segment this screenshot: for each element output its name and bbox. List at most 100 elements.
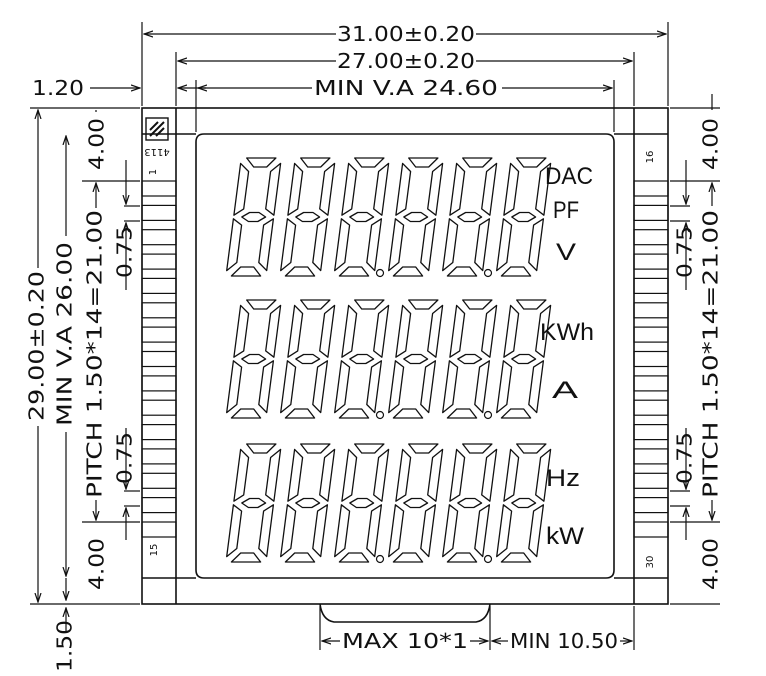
segment-e — [226, 218, 243, 272]
segment-g — [349, 497, 375, 509]
dim-view-area-width: MIN V.A 24.60 — [314, 76, 498, 100]
dimension-overall-width — [141, 22, 669, 106]
dim-pin-width-right-bottom: 0.75 — [673, 432, 697, 484]
segment-d — [500, 408, 532, 419]
decimal-point — [483, 554, 493, 564]
segment-f — [341, 162, 358, 216]
segment-d — [446, 552, 478, 563]
segment-g — [511, 353, 537, 365]
segment-a — [300, 443, 331, 454]
segment-b — [319, 162, 336, 216]
unit-v: V — [556, 239, 576, 266]
dimension-pitch-right — [670, 94, 720, 605]
segment-c — [366, 504, 383, 558]
segment-b — [373, 162, 390, 216]
pin-right — [633, 375, 669, 392]
manufacturer-logo — [145, 117, 169, 141]
segment-f — [233, 304, 250, 358]
segment-a — [516, 443, 547, 454]
segment-g — [403, 353, 429, 365]
pin-left — [141, 229, 177, 246]
digit-row1-1 — [226, 157, 282, 277]
segment-f — [395, 304, 412, 358]
segment-c — [528, 218, 545, 272]
segment-f — [503, 162, 520, 216]
segment-e — [334, 504, 351, 558]
pin-right — [633, 521, 669, 538]
segment-e — [280, 360, 297, 414]
segment-g — [295, 211, 321, 223]
dimension-bottom-offset — [56, 578, 66, 632]
segment-g — [241, 353, 267, 365]
segment-d — [500, 266, 532, 277]
pin-right — [633, 229, 669, 246]
digit-row3-3 — [334, 443, 390, 563]
pin-label-right-bottom: 30 — [645, 556, 656, 569]
segment-d — [284, 266, 316, 277]
segment-c — [312, 218, 329, 272]
segment-g — [349, 211, 375, 223]
pin-left — [141, 253, 177, 270]
segment-g — [457, 497, 483, 509]
segment-c — [528, 360, 545, 414]
segment-e — [388, 360, 405, 414]
segment-g — [295, 353, 321, 365]
decimal-point — [375, 554, 385, 564]
segment-d — [338, 408, 370, 419]
segment-b — [427, 448, 444, 502]
segment-a — [246, 299, 277, 310]
digit-row3-5 — [442, 443, 498, 563]
pin-column-right — [633, 180, 669, 538]
pin-left — [141, 350, 177, 368]
pin-right — [633, 204, 669, 221]
pin-label-left-top: 1 — [148, 169, 159, 175]
segment-b — [481, 162, 498, 216]
segment-f — [449, 162, 466, 216]
segment-a — [354, 299, 385, 310]
segment-e — [226, 504, 243, 558]
pin-label-left-bottom: 15 — [149, 544, 160, 557]
digit-row2-2 — [280, 299, 336, 419]
pin-right — [633, 302, 669, 319]
dim-pin-width-left-top: 0.75 — [113, 226, 137, 278]
segment-g — [511, 211, 537, 223]
segment-f — [449, 448, 466, 502]
segment-a — [516, 157, 547, 168]
segment-e — [388, 504, 405, 558]
pin-right — [633, 497, 669, 514]
segment-f — [395, 162, 412, 216]
segment-c — [258, 360, 275, 414]
segment-a — [354, 443, 385, 454]
segment-a — [354, 157, 385, 168]
pin-right — [633, 180, 669, 197]
segment-d — [284, 552, 316, 563]
unit-kw: kW — [546, 523, 584, 550]
decimal-point — [483, 410, 493, 420]
segment-f — [287, 162, 304, 216]
digit-row1-4 — [388, 157, 444, 277]
unit-pf: PF — [553, 197, 579, 224]
digit-row2-1 — [226, 299, 282, 419]
segment-f — [287, 448, 304, 502]
unit-a: A — [552, 377, 578, 404]
pin-right — [633, 399, 669, 416]
pin-left — [141, 448, 177, 465]
dimension-view-area-width — [195, 80, 615, 132]
segment-a — [462, 443, 493, 454]
dim-tab-max: MAX 10*1 — [342, 629, 468, 653]
segment-e — [280, 218, 297, 272]
digit-row3-6 — [496, 443, 552, 563]
segment-b — [535, 448, 552, 502]
dim-top-margin-right: 4.00 — [699, 118, 723, 170]
segment-a — [246, 157, 277, 168]
dim-tab-min: MIN 10.50 — [510, 629, 618, 653]
segment-b — [373, 448, 390, 502]
segment-g — [511, 497, 537, 509]
dim-overall-height: 29.00±0.20 — [25, 271, 49, 421]
dim-overall-width: 31.00±0.20 — [337, 22, 475, 46]
segment-a — [408, 299, 439, 310]
dim-top-margin-left: 4.00 — [85, 118, 109, 170]
dim-pitch-right: PITCH 1.50*14=21.00 — [699, 210, 723, 498]
segment-d — [392, 408, 424, 419]
segment-g — [349, 353, 375, 365]
